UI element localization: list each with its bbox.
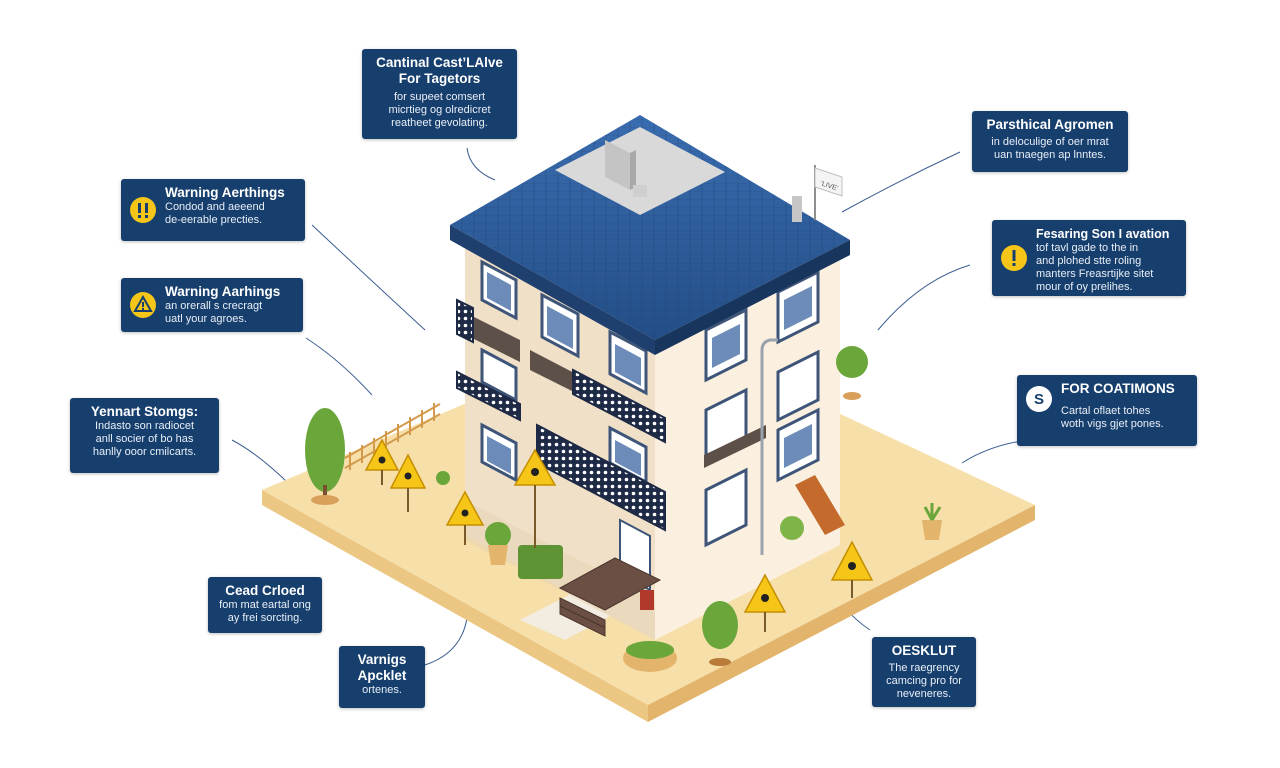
roof [450,115,850,355]
leader-parsthical [841,151,961,213]
callout-title: Warning Aerthings [165,185,285,200]
callout-yennart: Yennart Stomgs: Indasto son radiocet anl… [70,398,219,473]
svg-text:S: S [1034,391,1044,408]
leader-fesaring [877,264,971,331]
callout-warning-1: Warning Aerthings Condod and aeeend de-e… [121,179,305,241]
wooden-fence [344,403,441,470]
balconies [456,298,666,532]
callout-body: an orerall s crecragt uatl your agroes. [165,300,263,325]
callout-title: OESKLUT [891,643,957,658]
exclamation-icon [130,197,156,223]
callout-warning-2: Warning Aarhings an orerall s crecragt u… [121,278,303,332]
callout-title: Varnigs Apcklet [357,652,407,683]
roof-terrace [555,127,725,215]
building [456,240,845,640]
hedge [518,545,563,579]
callout-varnings: Varnigs Apcklet ortenes. [339,646,425,708]
callout-body: Indasto son radiocet anll socier of bo h… [92,420,197,458]
wooden-ladder [795,475,845,535]
callout-title: Cead Crloed [225,583,305,598]
callout-title: FOR COATIMONS [1061,381,1175,396]
callout-title: Warning Aarhings [165,284,281,299]
callout-body: for supeet comsert micrtieg og olredicre… [388,91,491,129]
leader-warning-2 [305,337,373,396]
callout-coatmons: S FOR COATIMONS Cartal oflaet tohes woth… [1017,375,1197,446]
callout-title: Yennart Stomgs: [90,404,199,419]
leader-warning-1 [311,224,426,331]
callout-body: tof tavl gade to the in and plohed stte … [1036,242,1154,293]
exclamation-icon [1001,245,1027,271]
awnings [470,315,766,468]
tree-left [305,408,345,492]
callout-body: The raegrency camcing pro for neveneres. [886,662,962,700]
shrub-front [702,601,738,649]
callout-body: ortenes. [362,684,402,696]
hazard-glyphs [378,456,856,602]
callout-body: Condod and aeeend de-eerable precties. [165,201,265,226]
callout-cead: Cead Crloed fom mat eartal ong ay frei s… [208,577,322,633]
leader-top-center [466,147,496,181]
callout-body: fom mat eartal ong ay frei sorcting. [219,599,311,624]
plants [305,346,942,672]
callout-title: Parsthical Agromen [986,117,1114,132]
callout-fesaring: Fesaring Son I avation tof tavl gade to … [992,220,1186,296]
leader-yennart [231,439,291,486]
callout-oeskut: OESKLUT The raegrency camcing pro for ne… [872,637,976,707]
callout-top-center: Cantinal Cast’LAlve For Tagetors for sup… [362,49,517,139]
callout-parsthical: Parsthical Agromen in deloculige of oer … [972,111,1128,172]
bush-right [836,346,868,378]
dollar-icon: S [1026,386,1052,412]
front-stairs [558,557,662,637]
callout-title: Fesaring Son I avation [1036,227,1170,241]
hazard-triangle-icon [130,292,156,318]
callout-body: Cartal oflaet tohes woth vigs gjet pones… [1061,405,1164,430]
callout-body: in deloculige of oer mrat uan tnaegen ap… [991,136,1109,161]
chimney [792,196,802,222]
callout-title: Cantinal Cast’LAlve For Tagetors [376,55,503,86]
